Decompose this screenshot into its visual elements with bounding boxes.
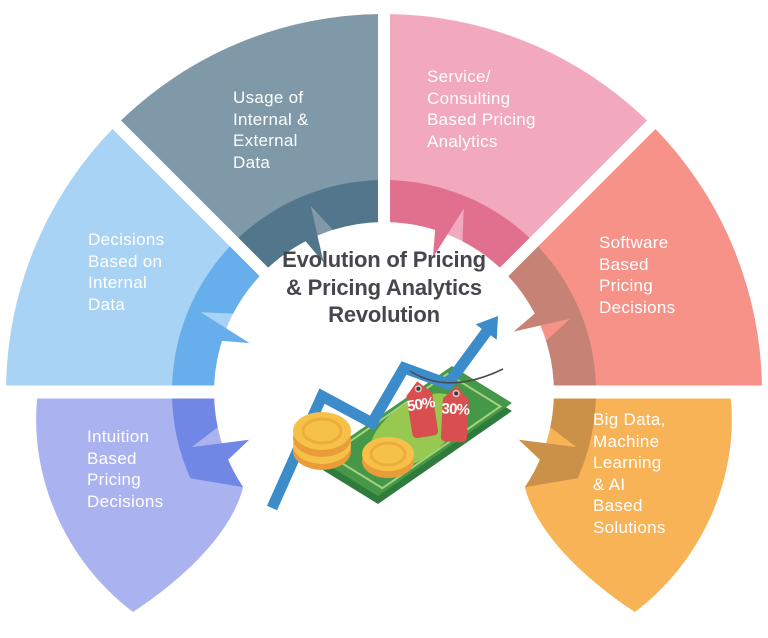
coin-stack-ring <box>301 417 343 445</box>
coin-on-bill-icon <box>362 437 414 478</box>
segment-service-inner-band <box>384 180 534 272</box>
segment-divider-gaps <box>0 6 768 399</box>
center-illustration: 50% 30% <box>266 316 512 511</box>
segment-label-bigdata: Big Data, Machine Learning & AI Based So… <box>593 410 666 537</box>
segment-software-inner-band <box>504 242 596 392</box>
coin-stack-icon <box>293 412 351 470</box>
segment-service-consulting <box>384 14 652 272</box>
price-tag-50-hole <box>416 386 421 391</box>
segment-bigdata-inner-band <box>518 392 596 488</box>
center-title: Evolution of Pricing & Pricing Analytics… <box>282 247 486 327</box>
price-tag-50-label: 50% <box>406 394 436 415</box>
tag-string <box>409 368 504 384</box>
segment-label-decisions: Decisions Based on Internal Data <box>88 230 165 314</box>
segment-label-usage: Usage of Internal & External Data <box>233 88 309 172</box>
trend-arrowhead <box>475 316 498 340</box>
segment-decisions-inner-band <box>172 242 264 392</box>
price-tag-30-label: 30% <box>441 400 470 418</box>
segment-label-software: Software Based Pricing Decisions <box>599 233 676 317</box>
segment-intuition-inner-band <box>172 392 250 488</box>
price-tag-50-shape <box>406 381 439 439</box>
segment-decisions-based-on-internal-data <box>5 124 264 392</box>
segment-usage-inner-band <box>234 180 384 272</box>
segment-software-based-pricing-decisions <box>504 124 762 392</box>
price-tag-30-hole <box>454 391 459 396</box>
segment-label-service: Service/ Consulting Based Pricing Analyt… <box>427 67 536 151</box>
segment-usage-of-internal-external-data <box>116 13 384 272</box>
segment-label-intuition: Intuition Based Pricing Decisions <box>87 427 164 511</box>
price-tag-30-shape <box>440 386 469 443</box>
price-tag-50: 50% <box>406 381 439 439</box>
segment-intuition-based-pricing-decisions <box>36 392 250 612</box>
price-tag-30: 30% <box>440 386 470 443</box>
segment-big-data-ml-ai <box>518 392 732 612</box>
coin-ring <box>369 441 407 467</box>
